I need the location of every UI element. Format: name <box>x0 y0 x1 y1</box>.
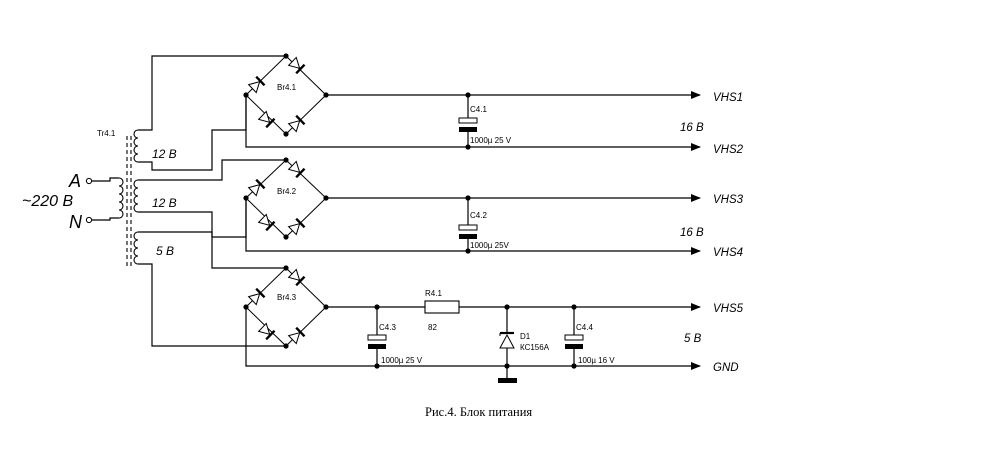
primary-input <box>85 177 119 224</box>
output-vhs5: VHS5 <box>713 303 744 315</box>
capacitor-c4-1 <box>458 92 478 150</box>
c1-ref: C4.1 <box>470 105 487 114</box>
c2-ref: C4.2 <box>470 211 487 220</box>
c2-value: 1000µ 25V <box>470 241 510 250</box>
output-vhs4: VHS4 <box>713 247 743 259</box>
voltage-label-3: 5 В <box>684 333 702 345</box>
terminal-a-label: A <box>68 171 81 191</box>
bridge-1-ref: Br4.1 <box>277 83 297 92</box>
d1-part: КС156А <box>520 343 550 352</box>
capacitor-c4-3 <box>367 304 387 369</box>
c1-value: 1000µ 25 V <box>470 136 512 145</box>
r1-value: 82 <box>428 323 437 332</box>
c4-value: 100µ 16 V <box>578 356 615 365</box>
d1-ref: D1 <box>520 332 531 341</box>
winding-3-label: 5 В <box>156 244 174 258</box>
c4-ref: C4.4 <box>576 323 593 332</box>
output-vhs1: VHS1 <box>713 92 743 104</box>
output-gnd: GND <box>713 362 739 374</box>
output-vhs3: VHS3 <box>713 194 744 206</box>
capacitor-c4-2 <box>458 195 478 254</box>
bridge-br4-3 <box>138 231 329 349</box>
c3-ref: C4.3 <box>379 323 396 332</box>
winding-2-label: 12 В <box>152 196 177 210</box>
output-rails <box>245 91 701 370</box>
winding-1-label: 12 В <box>152 147 177 161</box>
bridge-3-ref: Br4.3 <box>277 293 297 302</box>
voltage-label-1: 16 В <box>680 122 704 134</box>
r1-ref: R4.1 <box>425 289 442 298</box>
ground-bar-icon <box>498 378 517 383</box>
capacitor-c4-4 <box>564 304 584 369</box>
terminal-n-label: N <box>69 212 83 232</box>
c3-value: 1000µ 25 V <box>381 356 423 365</box>
output-vhs2: VHS2 <box>713 144 744 156</box>
transformer-tr4-1 <box>118 129 139 268</box>
input-voltage-label: ~220 В <box>22 193 73 210</box>
resistor-r4-1 <box>424 300 460 314</box>
transformer-ref: Tr4.1 <box>97 129 116 138</box>
bridge-2-ref: Br4.2 <box>277 187 297 196</box>
figure-caption: Рис.4. Блок питания <box>425 405 532 419</box>
terminal-a-icon[interactable] <box>85 177 93 185</box>
terminal-n-icon[interactable] <box>85 216 93 224</box>
zener-diode-d1 <box>498 304 517 383</box>
voltage-label-2: 16 В <box>680 227 704 239</box>
